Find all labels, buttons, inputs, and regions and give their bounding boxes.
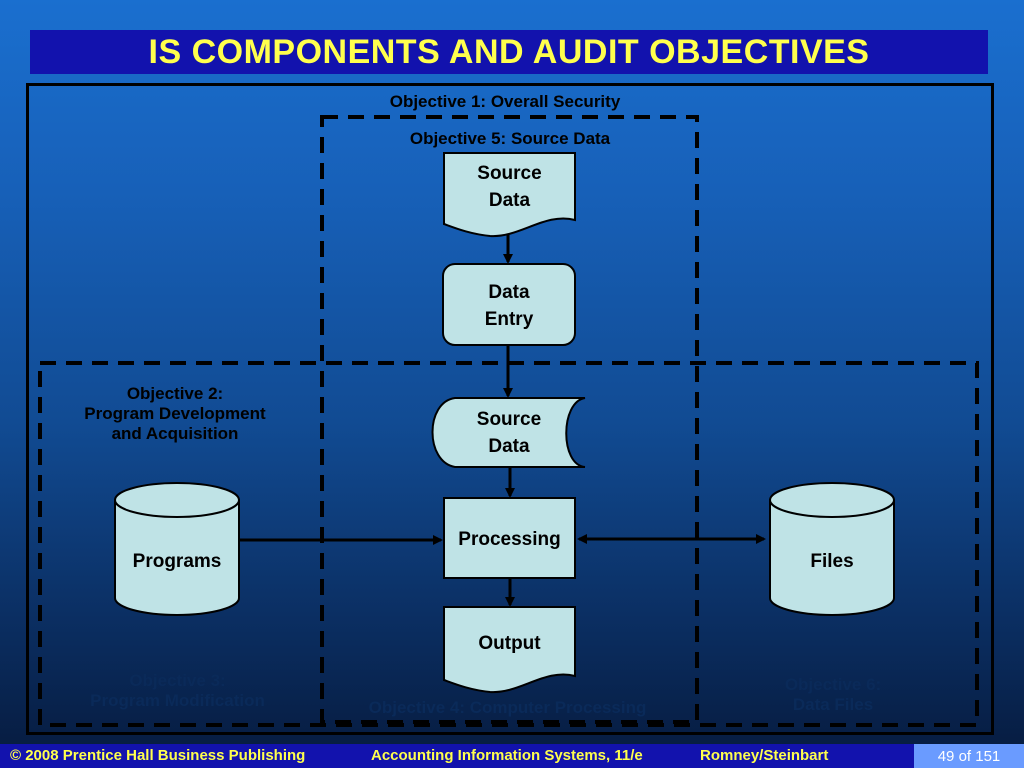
source-data-storage-shape — [431, 397, 586, 468]
processing-shape — [443, 497, 576, 579]
objective-5-label: Objective 5: Source Data — [409, 129, 611, 148]
diagram-frame — [26, 83, 994, 735]
processing-label: Processing — [458, 528, 561, 550]
objective-1-label: Objective 1: Overall Security — [389, 92, 621, 111]
central-dashed-region — [320, 115, 699, 724]
source-data-storage-label: Source Data — [476, 409, 542, 457]
page-counter-text: 49 of 151 — [937, 747, 1001, 765]
slide-title: IS COMPONENTS AND AUDIT OBJECTIVES — [148, 32, 870, 71]
objective-4-label: Objective 4: Computer Processing — [368, 698, 647, 717]
source-data-document-label: Source Data — [477, 163, 542, 211]
source-data-document-shape — [443, 152, 576, 238]
objective-6-label: Objective 6: Data Files — [784, 675, 882, 714]
footer-book-title: Accounting Information Systems, 11/e — [371, 747, 643, 764]
files-cylinder-shape — [769, 482, 895, 616]
objective-2-label: Objective 2: Program Development and Acq… — [84, 384, 266, 443]
footer-copyright: © 2008 Prentice Hall Business Publishing — [10, 747, 306, 764]
output-document-shape — [443, 606, 576, 694]
title-bar: IS COMPONENTS AND AUDIT OBJECTIVES — [30, 30, 988, 74]
objective-3-label: Objective 3: Program Modification — [90, 671, 265, 710]
files-label: Files — [810, 550, 854, 572]
output-label: Output — [478, 632, 541, 654]
diagram-canvas — [38, 115, 979, 727]
footer-bar: © 2008 Prentice Hall Business Publishing… — [0, 744, 1024, 768]
data-entry-label: Data Entry — [484, 282, 534, 330]
programs-cylinder-shape — [114, 482, 240, 616]
footer-authors: Romney/Steinbart — [700, 747, 829, 764]
programs-label: Programs — [132, 550, 222, 572]
page-counter: 49 of 151 — [914, 744, 1024, 768]
